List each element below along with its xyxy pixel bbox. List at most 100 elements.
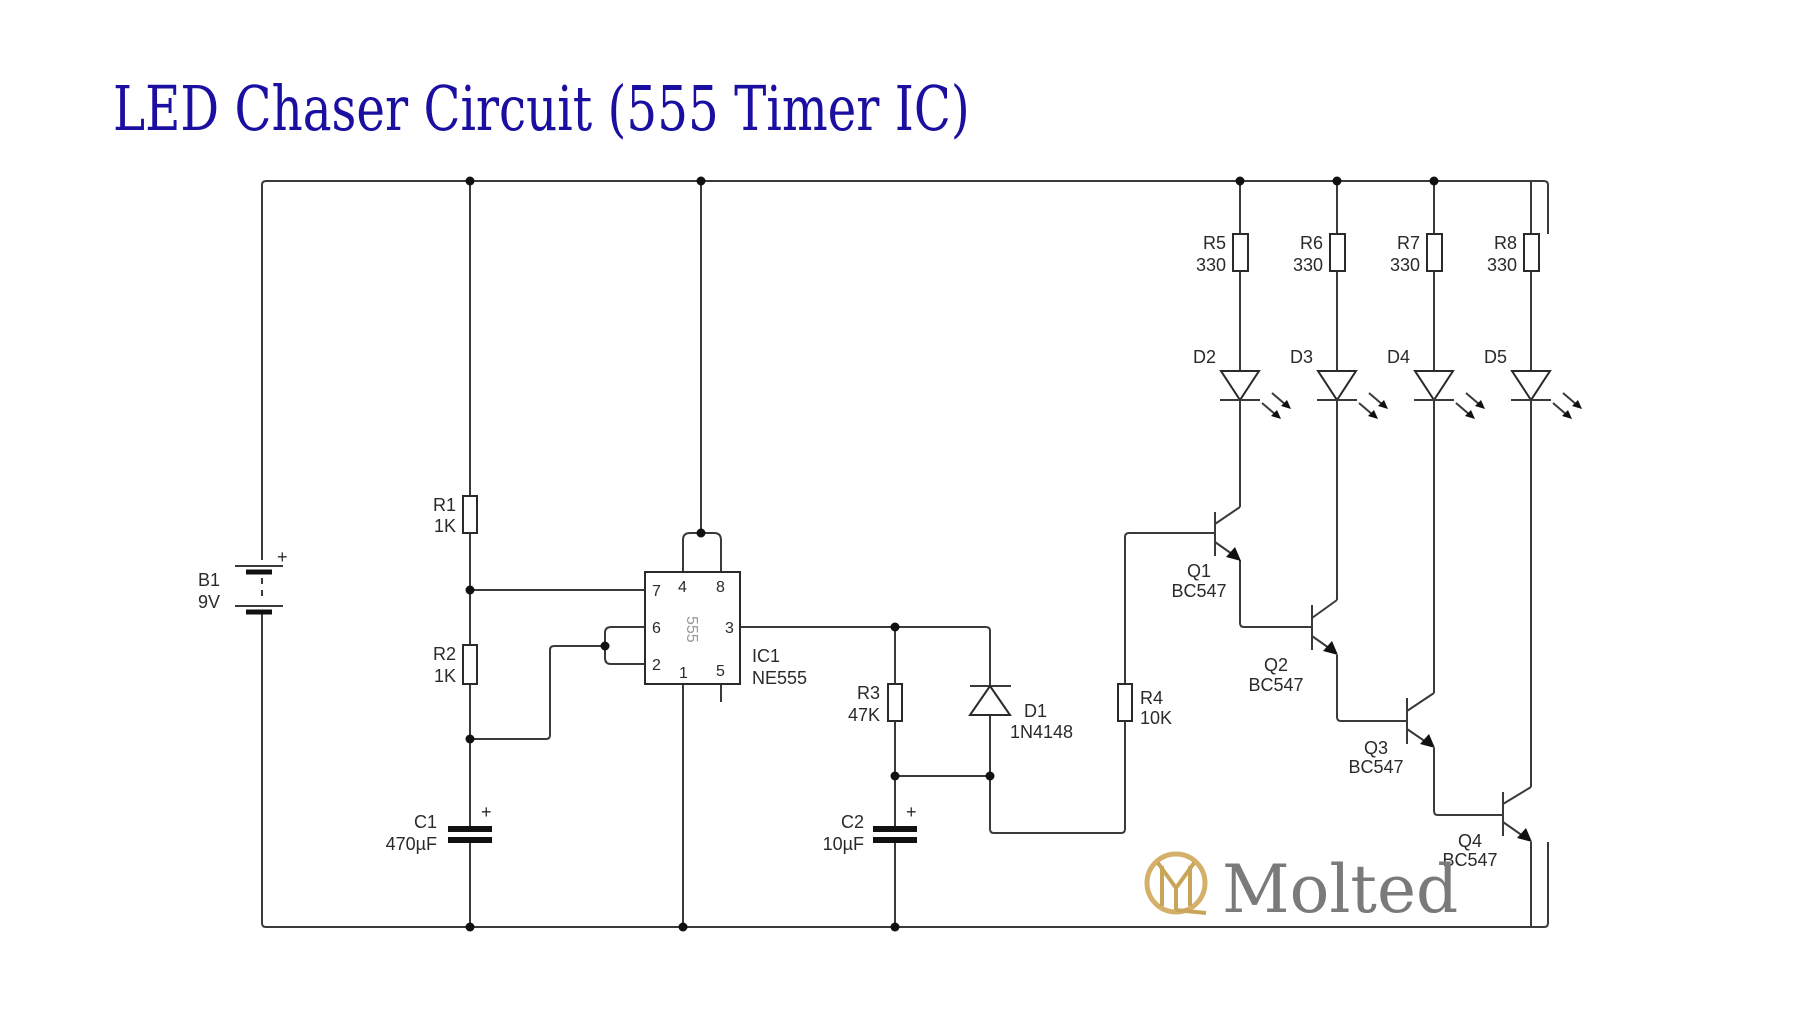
pin6-pin2-loop [604,626,645,665]
diode-d1: D1 1N4148 [968,684,1073,742]
junction-dot [985,771,995,781]
label-d3-ref: D3 [1290,347,1313,367]
led-d4: D4 [1387,347,1485,419]
label-r5-ref: R5 [1203,233,1226,253]
label-r7-value: 330 [1390,255,1420,275]
label-b1-value: 9V [198,592,220,612]
resistor-r2: R2 1K [433,644,478,686]
capacitor-c2: + C2 10µF [823,802,917,854]
label-r1-ref: R1 [433,495,456,515]
label-r2-value: 1K [434,666,456,686]
d1-bottom-wire [989,715,1126,834]
label-q2-ref: Q2 [1264,655,1288,675]
junction-dot [600,641,610,651]
battery-bottom-wire [261,612,1549,928]
resistor-r3: R3 47K [848,683,903,725]
label-q3-value: BC547 [1348,757,1403,777]
label-ic1-ref: IC1 [752,646,780,666]
pin-8-label: 8 [716,579,725,596]
label-r1-value: 1K [434,516,456,536]
transistor-q4: Q4 BC547 [1442,786,1532,870]
c2-plus-sign: + [906,802,917,822]
battery-b1: + B1 9V [198,547,288,615]
pin-1-label: 1 [679,665,688,682]
label-q1-ref: Q1 [1187,561,1211,581]
junction-dot [465,922,475,932]
label-r8-value: 330 [1487,255,1517,275]
q2-q3-link [1336,655,1407,722]
label-d1-ref: D1 [1024,701,1047,721]
transistor-q2: Q2 BC547 [1248,599,1338,695]
label-r6-ref: R6 [1300,233,1323,253]
c1-plus-sign: + [481,802,492,822]
label-c1-ref: C1 [414,812,437,832]
watermark-logo: Molted [1144,851,1458,928]
light-emission-arrows-icon [1552,392,1582,419]
label-r7-ref: R7 [1397,233,1420,253]
label-d4-ref: D4 [1387,347,1410,367]
label-q3-ref: Q3 [1364,738,1388,758]
label-c2-ref: C2 [841,812,864,832]
led-d2: D2 [1193,347,1291,419]
junction-dot [1332,176,1342,186]
q1-q2-link [1239,560,1312,628]
pin-3-label: 3 [725,620,734,637]
trigger-wire [470,645,605,740]
junction-dot [696,176,706,186]
light-emission-arrows-icon [1455,392,1485,419]
led-d5: D5 [1484,347,1582,419]
pin-6-label: 6 [652,620,661,637]
led-d3: D3 [1290,347,1388,419]
ic1-555-timer: 7 4 8 6 3 2 1 5 555 IC1 NE555 [644,571,807,688]
battery-plus-sign: + [277,547,288,567]
label-r8-ref: R8 [1494,233,1517,253]
molted-logo-icon [1144,851,1208,915]
label-r3-value: 47K [848,705,880,725]
label-r4-ref: R4 [1140,688,1163,708]
pin-5-label: 5 [716,663,725,680]
label-q2-value: BC547 [1248,675,1303,695]
label-b1-ref: B1 [198,570,220,590]
top-rail [261,180,1549,560]
junction-dot [465,734,475,744]
label-r6-value: 330 [1293,255,1323,275]
label-d5-ref: D5 [1484,347,1507,367]
capacitor-c1: + C1 470µF [386,802,492,854]
label-r2-ref: R2 [433,644,456,664]
output-wire [740,626,991,686]
junction-dot [1429,176,1439,186]
resistor-r8: R8 330 [1487,233,1540,275]
junctions [465,176,1439,932]
junction-dot [1235,176,1245,186]
transistor-q1: Q1 BC547 [1171,506,1241,601]
junction-dot [678,922,688,932]
pin-4-label: 4 [678,579,687,596]
pin-7-label: 7 [652,583,661,600]
resistor-r5: R5 330 [1196,233,1249,275]
ic-body-label: 555 [683,616,700,643]
page-title: LED Chaser Circuit (555 Timer IC) [113,72,970,145]
resistor-r6: R6 330 [1293,233,1346,275]
label-ic1-value: NE555 [752,668,807,688]
label-c1-value: 470µF [386,834,437,854]
pin4-pin8-loop [682,532,722,572]
label-d1-value: 1N4148 [1010,722,1073,742]
transistor-q3: Q3 BC547 [1348,692,1435,777]
junction-dot [465,176,475,186]
label-r3-ref: R3 [857,683,880,703]
label-r5-value: 330 [1196,255,1226,275]
junction-dot [696,528,706,538]
label-q1-value: BC547 [1171,581,1226,601]
resistor-r1: R1 1K [433,495,478,536]
light-emission-arrows-icon [1358,392,1388,419]
label-q4-value: BC547 [1442,850,1497,870]
junction-dot [890,622,900,632]
r4-base-wire [1124,532,1215,684]
label-d2-ref: D2 [1193,347,1216,367]
resistor-r7: R7 330 [1390,233,1443,275]
light-emission-arrows-icon [1261,392,1291,419]
junction-dot [465,585,475,595]
junction-dot [890,771,900,781]
wires [261,180,1549,928]
